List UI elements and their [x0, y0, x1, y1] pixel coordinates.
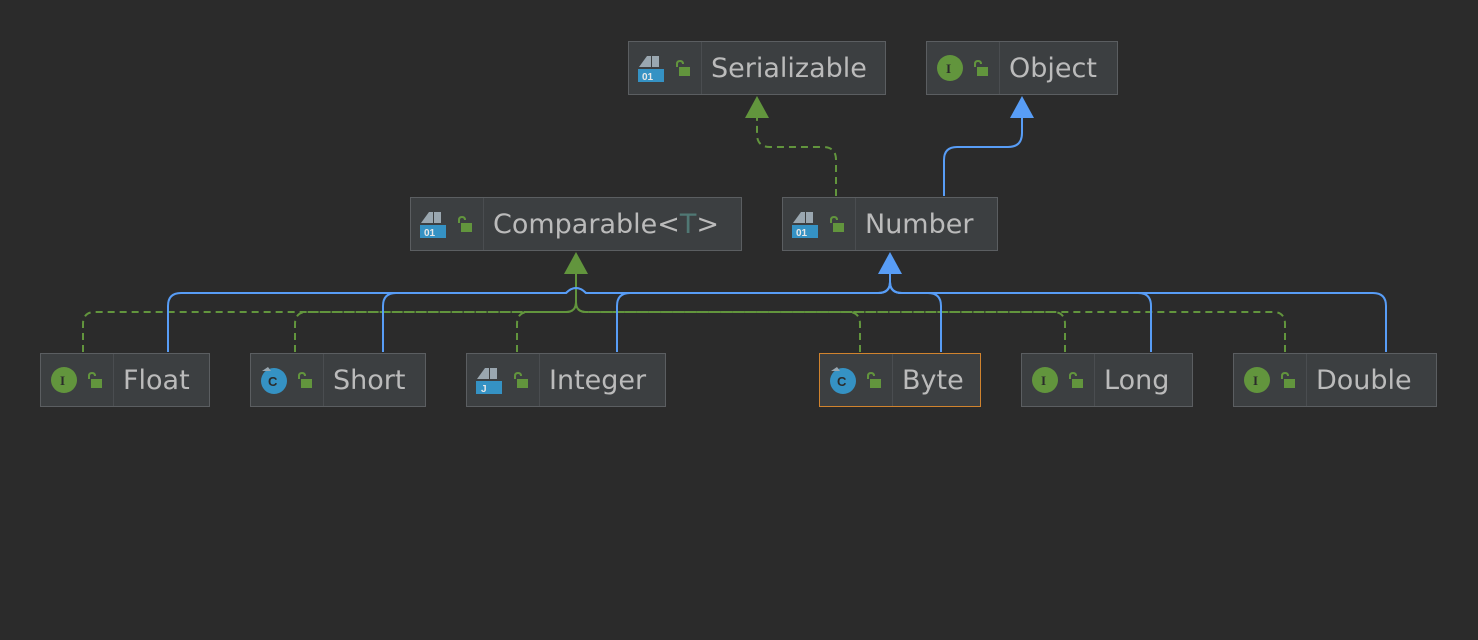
- svg-text:01: 01: [642, 72, 654, 83]
- generic-close: >: [696, 208, 720, 240]
- unlock-icon: [1069, 371, 1083, 388]
- arrowhead-number: [878, 252, 902, 274]
- svg-text:J: J: [481, 384, 487, 395]
- unlock-icon: [298, 371, 312, 388]
- interface-icon: I: [1032, 367, 1058, 393]
- edge-integer-comparable: [516, 272, 577, 352]
- node-icons: 01: [783, 198, 856, 250]
- node-label: Long: [1104, 364, 1170, 396]
- node-label: Double: [1316, 364, 1412, 396]
- class-icon: C: [261, 367, 287, 394]
- svg-text:I: I: [1253, 373, 1258, 388]
- node-label: Short: [333, 364, 406, 396]
- node-icons: J: [467, 354, 540, 406]
- type-parameter: T: [679, 208, 697, 240]
- edge-integer-number: [616, 272, 891, 352]
- class-icon: C: [830, 367, 856, 394]
- node-label: Object: [1009, 52, 1097, 84]
- node-label: Float: [123, 364, 190, 396]
- node-float[interactable]: I Float: [40, 353, 210, 407]
- svg-text:I: I: [60, 373, 65, 388]
- edge-double-comparable: [575, 272, 1286, 352]
- svg-text:01: 01: [424, 228, 436, 239]
- svg-text:C: C: [268, 374, 278, 389]
- unlock-icon: [88, 371, 102, 388]
- edge-double-number: [889, 272, 1387, 352]
- interface-icon: I: [51, 367, 77, 393]
- node-object[interactable]: I Object: [926, 41, 1118, 95]
- arrowhead-serializable: [745, 96, 769, 118]
- class-name: Comparable<: [493, 208, 680, 240]
- node-long[interactable]: I Long: [1021, 353, 1193, 407]
- unlock-icon: [676, 59, 690, 76]
- node-short[interactable]: C Short: [250, 353, 426, 407]
- svg-text:I: I: [946, 61, 951, 76]
- node-label: Integer: [549, 364, 647, 396]
- node-serializable[interactable]: 01 Serializable: [628, 41, 886, 95]
- unlock-icon: [1281, 371, 1295, 388]
- node-icons: I: [927, 42, 1000, 94]
- unlock-icon: [974, 59, 988, 76]
- node-double[interactable]: I Double: [1233, 353, 1437, 407]
- edge-long-comparable: [575, 272, 1066, 352]
- node-icons: 01: [629, 42, 702, 94]
- class-file-icon: 01: [792, 212, 818, 239]
- class-file-icon: 01: [638, 56, 664, 83]
- svg-text:C: C: [837, 374, 847, 389]
- node-label: Serializable: [711, 52, 867, 84]
- java-file-icon: J: [476, 368, 502, 395]
- node-label: Number: [865, 208, 974, 240]
- arrowhead-object: [1010, 96, 1034, 118]
- svg-text:01: 01: [796, 228, 808, 239]
- node-icons: C: [820, 354, 893, 406]
- node-label: Byte: [902, 364, 964, 396]
- arrowhead-comparable: [564, 252, 588, 274]
- interface-icon: I: [937, 55, 963, 81]
- class-file-icon: 01: [420, 212, 446, 239]
- unlock-icon: [830, 215, 844, 232]
- unlock-icon: [514, 371, 528, 388]
- node-icons: I: [1234, 354, 1307, 406]
- interface-icon: I: [1244, 367, 1270, 393]
- unlock-icon: [867, 371, 881, 388]
- node-byte[interactable]: C Byte: [819, 353, 981, 407]
- node-icons: C: [251, 354, 324, 406]
- unlock-icon: [458, 215, 472, 232]
- edge-number-object: [943, 116, 1023, 196]
- svg-text:I: I: [1041, 373, 1046, 388]
- node-icons: I: [41, 354, 114, 406]
- node-number[interactable]: 01 Number: [782, 197, 998, 251]
- node-label: Comparable<T>: [484, 209, 719, 240]
- node-icons: I: [1022, 354, 1095, 406]
- node-icons: 01: [411, 198, 484, 250]
- edge-number-serializable: [756, 116, 837, 196]
- node-integer[interactable]: J Integer: [466, 353, 666, 407]
- node-comparable[interactable]: 01 Comparable<T>: [410, 197, 742, 251]
